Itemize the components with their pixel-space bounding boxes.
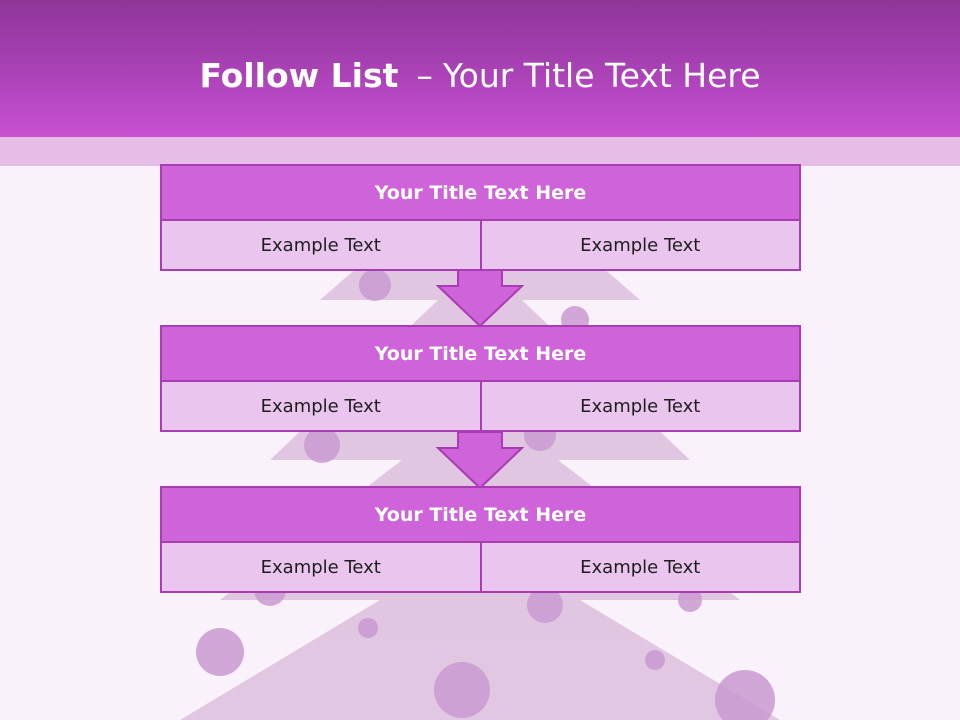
title-rest: Your Title Text Here bbox=[442, 56, 761, 95]
block-title: Your Title Text Here bbox=[160, 164, 801, 221]
block-cell-left: Example Text bbox=[162, 382, 480, 430]
title-dash: – bbox=[416, 56, 433, 95]
block-row: Example Text Example Text bbox=[160, 382, 801, 432]
header-bar bbox=[0, 0, 960, 137]
list-block-3: Your Title Text Here Example Text Exampl… bbox=[160, 486, 801, 593]
block-row: Example Text Example Text bbox=[160, 221, 801, 271]
down-arrow-icon bbox=[436, 431, 524, 490]
down-arrow-icon bbox=[436, 269, 524, 328]
block-row: Example Text Example Text bbox=[160, 543, 801, 593]
block-title: Your Title Text Here bbox=[160, 325, 801, 382]
block-cell-right: Example Text bbox=[479, 221, 799, 269]
block-title: Your Title Text Here bbox=[160, 486, 801, 543]
list-block-1: Your Title Text Here Example Text Exampl… bbox=[160, 164, 801, 271]
block-cell-left: Example Text bbox=[162, 221, 480, 269]
block-cell-right: Example Text bbox=[479, 382, 799, 430]
title-bold: Follow List bbox=[199, 56, 399, 95]
header-band bbox=[0, 137, 960, 166]
block-cell-left: Example Text bbox=[162, 543, 480, 591]
page-title: Follow List–Your Title Text Here bbox=[0, 52, 960, 100]
list-block-2: Your Title Text Here Example Text Exampl… bbox=[160, 325, 801, 432]
block-cell-right: Example Text bbox=[479, 543, 799, 591]
